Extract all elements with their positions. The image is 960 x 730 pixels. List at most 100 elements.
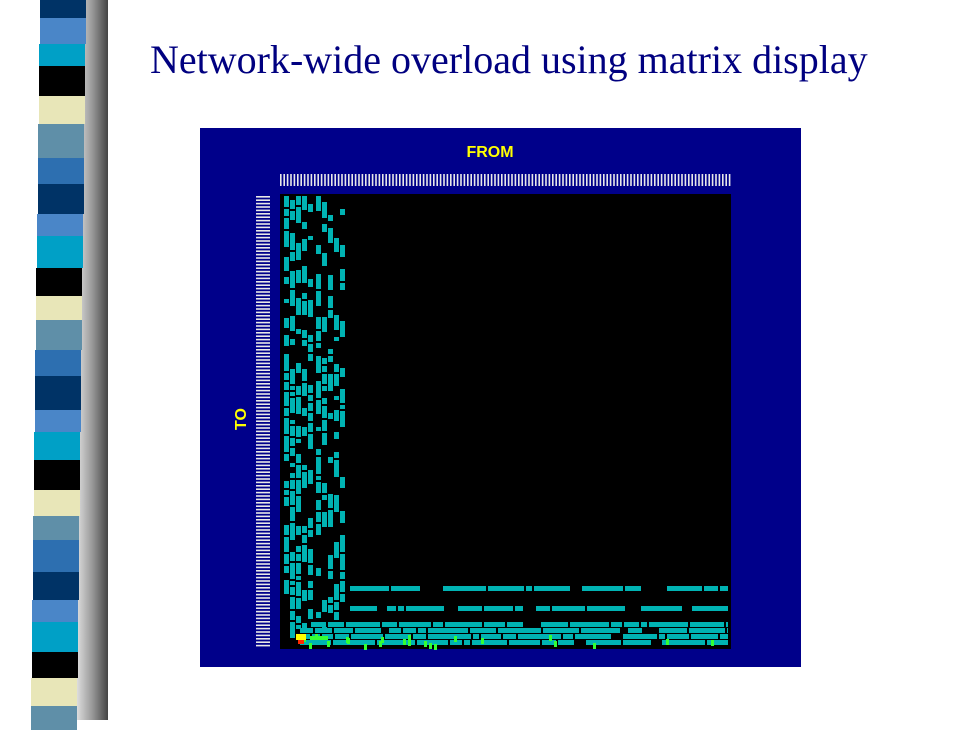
matrix-cell [340, 411, 345, 427]
matrix-cell [484, 606, 513, 611]
matrix-cell [290, 581, 295, 585]
to-axis-tick-label [256, 403, 270, 405]
to-axis-tick-label [256, 437, 270, 439]
to-axis-tick-label [256, 522, 270, 524]
from-axis-tick-label [708, 174, 710, 186]
to-axis-tick-label [256, 593, 270, 596]
from-axis-tick-label [531, 174, 534, 186]
matrix-cell [623, 634, 657, 639]
from-axis-tick-label [337, 174, 340, 186]
matrix-cell [308, 236, 313, 240]
decorative-stripe [35, 350, 81, 376]
from-axis-tick-label [572, 174, 574, 186]
matrix-cell [284, 257, 289, 271]
matrix-cell [296, 439, 301, 443]
matrix-cell [302, 427, 307, 436]
to-axis-tick-label [256, 240, 270, 242]
to-axis-tick-label [256, 427, 270, 429]
matrix-cell [315, 628, 332, 633]
matrix-cell [704, 586, 718, 591]
matrix-cell [290, 507, 295, 521]
from-axis-tick-label [456, 174, 459, 186]
matrix-cell [340, 209, 345, 215]
to-axis-tick-label [256, 383, 270, 385]
matrix-cell [296, 207, 301, 223]
matrix-cell [308, 581, 313, 588]
to-axis-tick-label [256, 580, 270, 582]
to-axis-tick-label [256, 464, 270, 467]
to-axis-tick-label [256, 434, 270, 436]
from-axis-tick-label [467, 174, 469, 186]
matrix-cell [296, 270, 301, 283]
matrix-cell [625, 586, 641, 591]
to-axis-tick-label [256, 529, 270, 531]
to-axis-tick-label [256, 546, 270, 548]
matrix-cell [290, 563, 295, 579]
matrix-cell [284, 373, 289, 380]
matrix-cell [328, 457, 333, 463]
matrix-cell [334, 337, 339, 341]
matrix-cell [302, 222, 307, 229]
from-axis-tick-label [487, 174, 489, 186]
matrix-cell [641, 622, 647, 627]
to-axis-tick-label [256, 406, 270, 409]
matrix-cell [328, 356, 333, 362]
decorative-stripe [40, 18, 86, 44]
to-axis-tick-label [256, 369, 270, 371]
matrix-cell [290, 491, 295, 505]
matrix-cell [340, 594, 345, 602]
decorative-stripe [37, 236, 83, 268]
to-axis-tick-label [256, 502, 270, 504]
matrix-cell [541, 622, 568, 627]
matrix-cell [328, 571, 333, 579]
matrix-cell [316, 457, 321, 474]
to-axis-tick-label [256, 284, 270, 286]
matrix-cell [667, 586, 702, 591]
to-axis-tick-label [256, 478, 270, 480]
to-axis-tick-label [256, 542, 270, 545]
matrix-cell [296, 298, 301, 315]
to-axis-tick-label [256, 519, 270, 521]
matrix-cell [334, 396, 339, 400]
matrix-cell [290, 473, 295, 478]
matrix-cell [382, 622, 397, 627]
matrix-cell [727, 628, 728, 633]
from-axis-tick-label [494, 174, 496, 186]
matrix-cell [296, 598, 301, 609]
from-axis-tick-label [626, 174, 629, 186]
from-axis-tick-label [694, 174, 697, 186]
matrix-cell [322, 202, 327, 218]
to-axis-tick-label [256, 335, 270, 337]
matrix-cell [290, 398, 295, 413]
matrix-cell [290, 316, 295, 331]
matrix-cell [503, 634, 516, 639]
matrix-cell [316, 449, 321, 455]
from-axis-tick-label [426, 174, 428, 186]
from-axis-tick-label [674, 174, 676, 186]
from-axis-tick-label [504, 174, 506, 186]
matrix-cell [526, 586, 532, 591]
matrix-cell [711, 640, 714, 646]
from-axis-tick-label [555, 174, 557, 186]
matrix-cell [296, 397, 301, 414]
to-axis-tick-label [256, 325, 270, 327]
matrix-cell [310, 636, 328, 640]
from-axis-tick-label [599, 174, 602, 186]
matrix-cell [308, 470, 313, 484]
matrix-cell [443, 586, 486, 591]
matrix-cell [296, 616, 301, 623]
matrix-cell [641, 606, 682, 611]
matrix-cell [464, 640, 470, 645]
from-axis-tick-label [320, 174, 323, 186]
matrix-cell [720, 586, 728, 591]
to-axis-tick-label [256, 607, 270, 609]
matrix-cell [316, 331, 321, 341]
to-axis-tick-label [256, 281, 270, 283]
decorative-stripe [36, 320, 82, 350]
matrix-cell [302, 301, 307, 315]
matrix-cell [284, 537, 289, 552]
matrix-cell [563, 634, 573, 639]
to-axis-tick-label [256, 597, 270, 599]
matrix-cell [649, 622, 688, 627]
matrix-cells [284, 196, 728, 650]
